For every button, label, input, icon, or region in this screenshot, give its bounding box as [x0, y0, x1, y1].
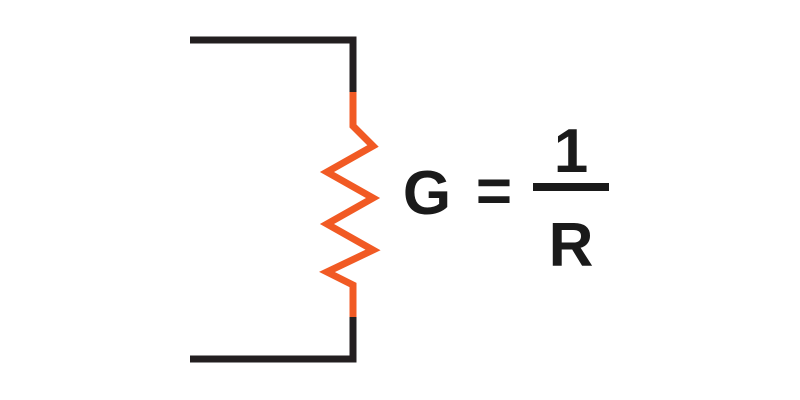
equation-equals: = — [476, 157, 512, 226]
bottom-wire — [190, 317, 357, 363]
resistor-symbol — [319, 92, 381, 317]
fraction-denominator: R — [549, 211, 594, 280]
fraction-numerator: 1 — [554, 117, 588, 186]
top-wire — [190, 36, 357, 92]
conductance-equation: G = 1 R — [403, 117, 609, 280]
fraction-bar — [533, 183, 609, 191]
equation-lhs: G — [403, 159, 451, 228]
